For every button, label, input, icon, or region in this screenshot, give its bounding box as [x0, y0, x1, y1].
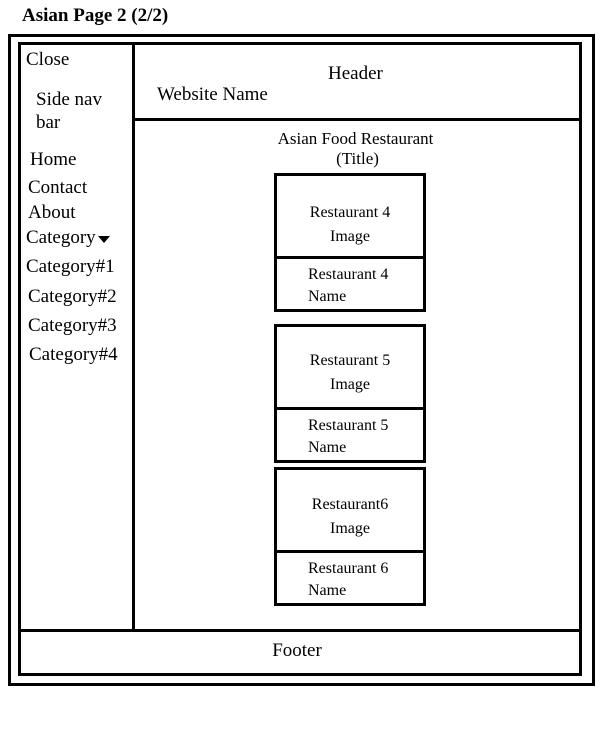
- category-item-1[interactable]: Category#1: [26, 256, 115, 277]
- caret-down-icon: [97, 235, 110, 243]
- page-title: Asian Page 2 (2/2): [22, 5, 169, 26]
- restaurant-name[interactable]: Restaurant 5 Name: [274, 407, 426, 463]
- image-label-line2: Image: [330, 228, 370, 245]
- name-label: Restaurant 4: [308, 266, 389, 283]
- website-name[interactable]: Website Name: [157, 84, 268, 105]
- image-label-line2: Image: [330, 376, 370, 393]
- sidenav-label: Side nav: [36, 89, 102, 110]
- restaurant-image[interactable]: Restaurant 5 Image: [274, 324, 426, 410]
- name-label: Restaurant 5: [308, 417, 389, 434]
- category-item-4[interactable]: Category#4: [29, 344, 118, 365]
- name-label-line2: Name: [308, 288, 347, 305]
- category-item-3[interactable]: Category#3: [28, 315, 117, 336]
- name-label: Restaurant 6: [308, 560, 389, 577]
- restaurant-image[interactable]: Restaurant 4 Image: [274, 173, 426, 259]
- sidenav-label-line2: bar: [36, 112, 61, 133]
- name-label-line2: Name: [308, 439, 347, 456]
- footer-divider: [18, 629, 579, 632]
- main-title: Asian Food Restaurant (Title): [135, 129, 576, 169]
- outer-frame: [8, 34, 595, 686]
- sidenav-divider: [132, 42, 135, 631]
- main-title-subtitle: (Title): [336, 149, 379, 168]
- restaurant-name[interactable]: Restaurant 4 Name: [274, 256, 426, 312]
- main-title-text: Asian Food Restaurant: [277, 129, 434, 148]
- restaurant-image[interactable]: Restaurant6 Image: [274, 467, 426, 553]
- name-label-line2: Name: [308, 582, 347, 599]
- close-button[interactable]: Close: [26, 49, 70, 70]
- image-label: Restaurant 4: [309, 204, 391, 221]
- header-label: Header: [328, 63, 383, 84]
- restaurant-name[interactable]: Restaurant 6 Name: [274, 550, 426, 606]
- category-label: Category: [26, 227, 96, 248]
- image-label: Restaurant6: [311, 496, 389, 513]
- wireframe-container: [18, 42, 582, 676]
- footer: Footer: [272, 640, 322, 661]
- image-label-line2: Image: [330, 520, 370, 537]
- category-dropdown[interactable]: Category: [26, 227, 110, 249]
- category-item-2[interactable]: Category#2: [28, 286, 117, 307]
- image-label: Restaurant 5: [309, 352, 391, 369]
- nav-contact[interactable]: Contact: [28, 177, 88, 198]
- nav-about[interactable]: About: [28, 202, 76, 223]
- nav-home[interactable]: Home: [30, 149, 77, 170]
- header-divider: [132, 118, 579, 121]
